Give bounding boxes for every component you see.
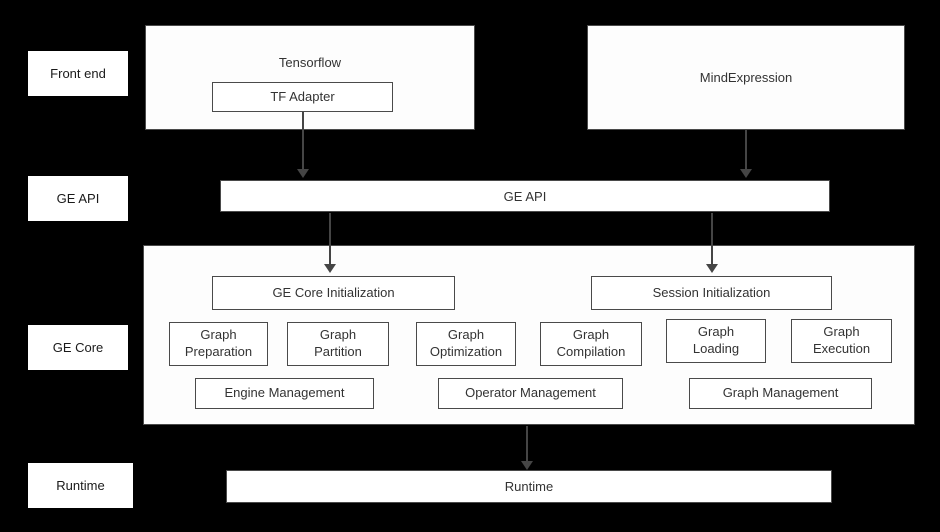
ge-api-bar: GE API — [220, 180, 830, 212]
graph-loading-box: Graph Loading — [666, 319, 766, 363]
operator-management-box: Operator Management — [438, 378, 623, 409]
graph-compilation-box: Graph Compilation — [540, 322, 642, 366]
graph-optimization-box: Graph Optimization — [416, 322, 516, 366]
ge-core-box: GE Core Initialization Session Initializ… — [143, 245, 915, 425]
arrow-ge-api-to-ge-core-initialization — [324, 213, 336, 273]
tensorflow-box: Tensorflow TF Adapter — [145, 25, 475, 130]
arrow-ge-api-to-session-initialization — [706, 213, 718, 273]
graph-preparation-box: Graph Preparation — [169, 322, 268, 366]
graph-execution-box: Graph Execution — [791, 319, 892, 363]
tf-adapter-box: TF Adapter — [212, 82, 393, 112]
row-label-front-end: Front end — [28, 51, 128, 96]
row-label-runtime: Runtime — [28, 463, 133, 508]
engine-management-box: Engine Management — [195, 378, 374, 409]
tensorflow-title: Tensorflow — [278, 55, 342, 70]
graph-management-box: Graph Management — [689, 378, 872, 409]
arrow-tf-adapter-to-ge-api — [297, 112, 309, 178]
graph-partition-box: Graph Partition — [287, 322, 389, 366]
arrow-ge-core-to-runtime — [521, 426, 533, 470]
ge-core-initialization-box: GE Core Initialization — [212, 276, 455, 310]
session-initialization-box: Session Initialization — [591, 276, 832, 310]
row-label-ge-core: GE Core — [28, 325, 128, 370]
arrow-mindexpression-to-ge-api — [740, 130, 752, 178]
runtime-bar: Runtime — [226, 470, 832, 503]
mindexpression-box: MindExpression — [587, 25, 905, 130]
row-label-ge-api: GE API — [28, 176, 128, 221]
